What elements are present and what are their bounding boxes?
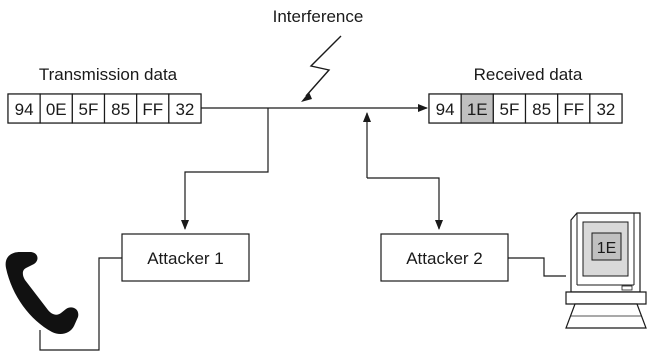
received-byte-cell: 94	[428, 93, 462, 124]
monitor-value-box	[591, 232, 622, 261]
received-data-label: Received data	[474, 65, 583, 84]
attacker1-box: Attacker 1	[121, 233, 250, 282]
transmission-byte-box	[168, 93, 202, 124]
received-byte-value: 32	[596, 100, 615, 119]
transmission-byte-box	[103, 93, 138, 124]
transmission-byte-value: 85	[111, 100, 130, 119]
transmission-byte-cell: 0E	[39, 93, 73, 124]
attacker2-tap-line	[367, 177, 443, 230]
received-byte-cell: 1E	[460, 93, 494, 124]
received-byte-cell: FF	[557, 93, 591, 124]
transmission-byte-box	[39, 93, 73, 124]
received-byte-value: 94	[436, 100, 455, 119]
received-byte-cell: 5F	[492, 93, 527, 124]
transmission-data-bytes: 94 0E 5F 85 FF 32	[7, 93, 202, 124]
transmission-byte-value: 32	[175, 100, 194, 119]
received-byte-value: FF	[563, 100, 584, 119]
received-byte-box	[557, 93, 591, 124]
received-byte-box	[589, 93, 623, 124]
transmission-byte-value: 94	[15, 100, 34, 119]
attacker2-box: Attacker 2	[380, 233, 509, 282]
received-byte-value: 5F	[500, 100, 520, 119]
received-data-bytes: 94 1E 5F 85 FF 32	[428, 93, 623, 124]
transmission-data-label: Transmission data	[39, 65, 178, 84]
received-byte-box	[460, 93, 494, 124]
lightning-bolt-icon	[301, 35, 342, 102]
received-byte-value: 85	[532, 100, 551, 119]
received-byte-cell: 85	[524, 93, 559, 124]
transmission-byte-cell: 85	[103, 93, 138, 124]
transmission-byte-cell: FF	[136, 93, 170, 124]
attacker1-label: Attacker 1	[147, 249, 224, 268]
transmission-byte-value: FF	[142, 100, 163, 119]
transmission-byte-value: 5F	[79, 100, 99, 119]
computer-icon: 1E	[565, 212, 647, 329]
computer-cable	[508, 257, 566, 277]
received-byte-box	[428, 93, 462, 124]
received-byte-value: 1E	[467, 100, 488, 119]
transmission-byte-value: 0E	[46, 100, 67, 119]
received-byte-box	[524, 93, 559, 124]
received-byte-cell: 32	[589, 93, 623, 124]
transmission-byte-box	[7, 93, 41, 124]
transmission-byte-cell: 94	[7, 93, 41, 124]
attacker1-tap-line	[181, 108, 269, 230]
monitor-value: 1E	[597, 240, 617, 257]
transmission-byte-cell: 5F	[71, 93, 106, 124]
transmission-byte-box	[136, 93, 170, 124]
interference-label: Interference	[273, 7, 364, 26]
phone-cable	[39, 257, 122, 351]
transmission-byte-cell: 32	[168, 93, 202, 124]
telephone-handset-icon	[5, 252, 79, 334]
attacker2-label: Attacker 2	[406, 249, 483, 268]
